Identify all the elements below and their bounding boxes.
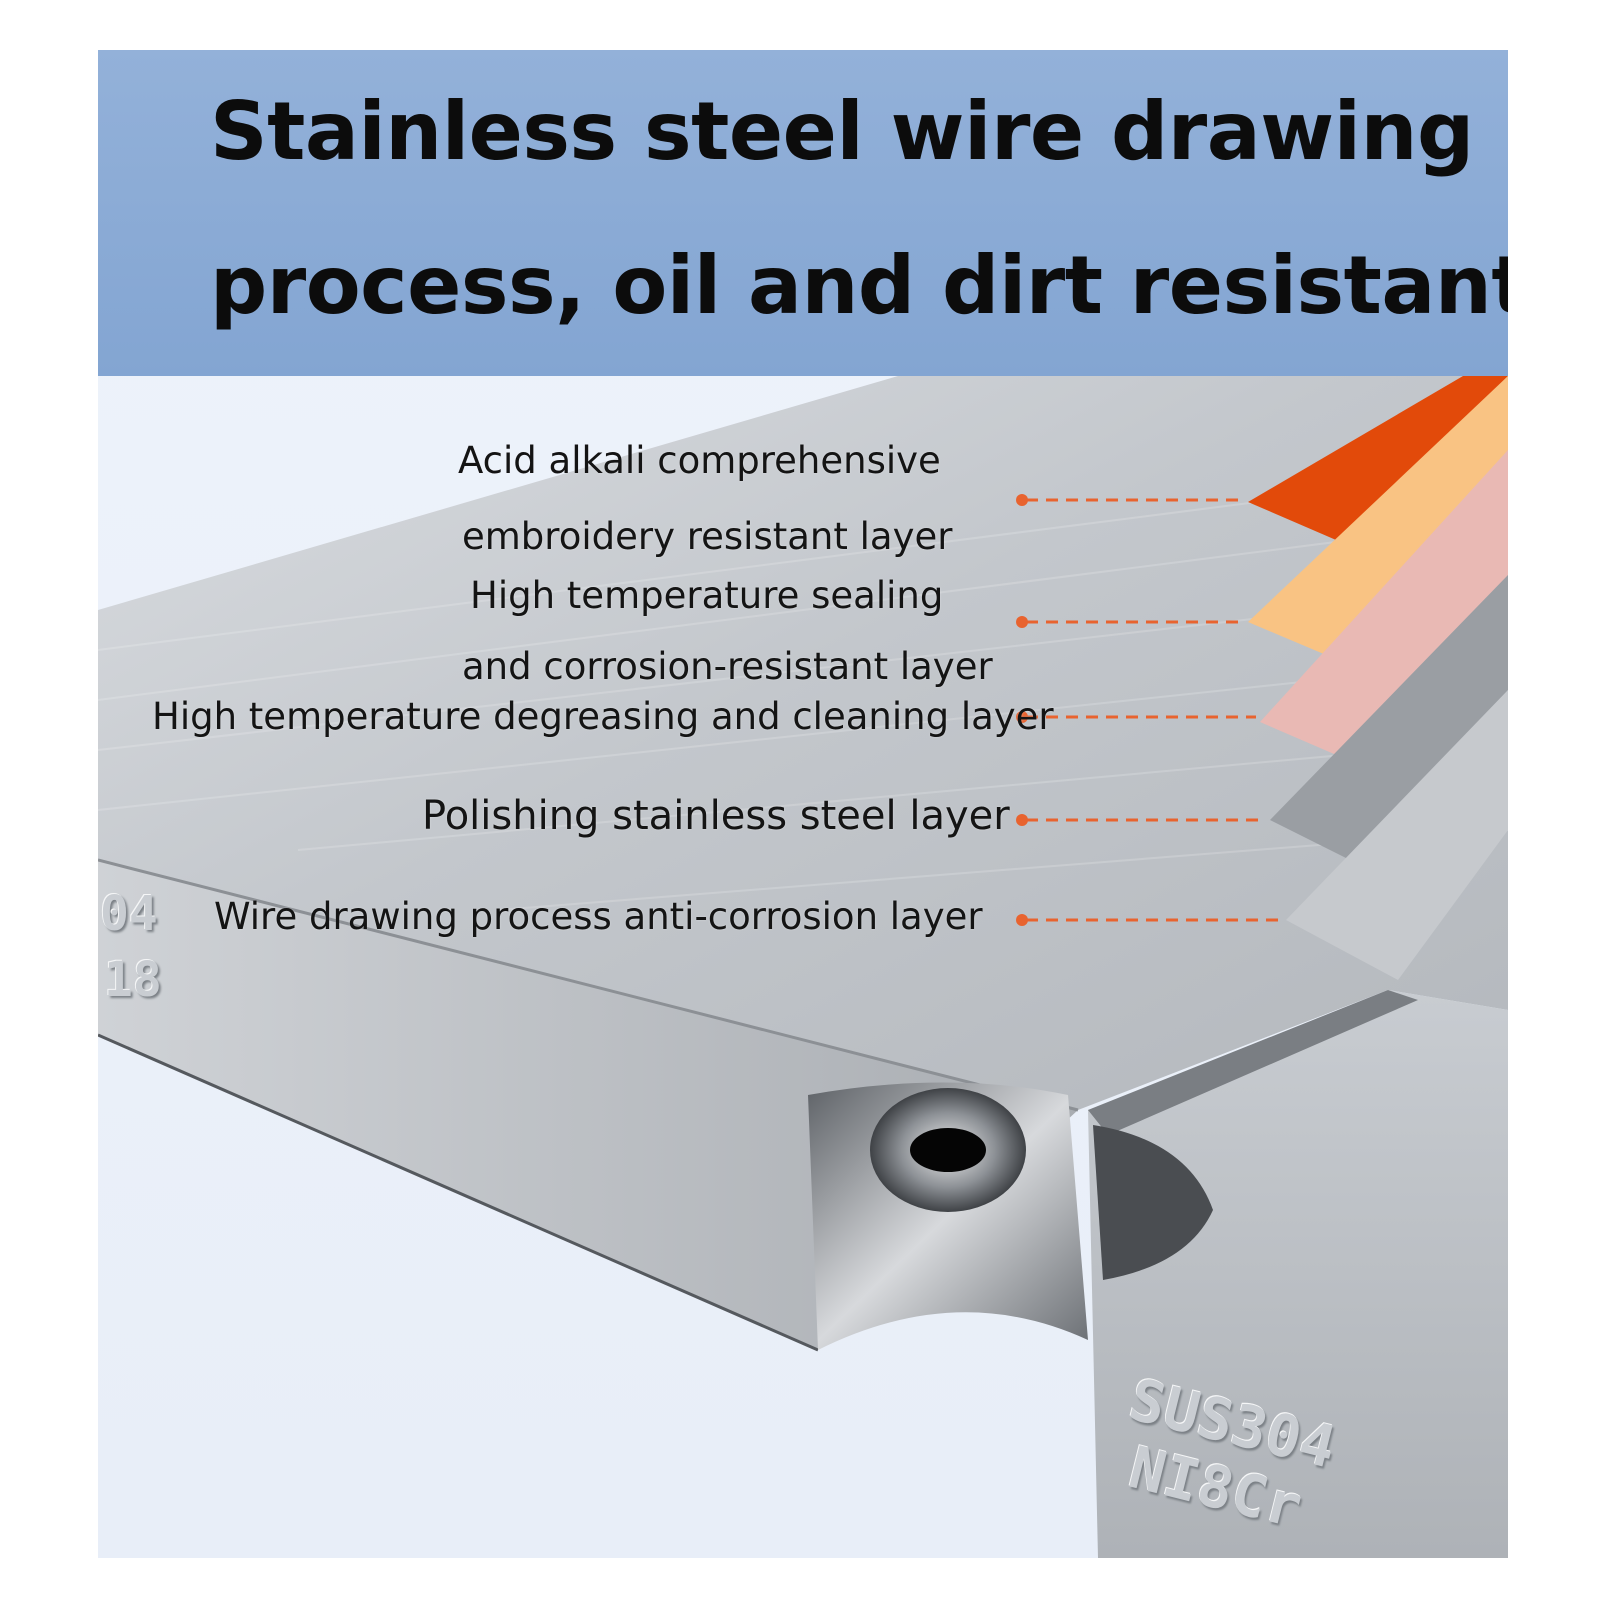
- product-image-frame: Stainless steel wire drawing process, oi…: [98, 50, 1508, 1558]
- top-surface: [98, 376, 1508, 1110]
- engraving-left-line-1: 04: [100, 886, 158, 942]
- leader-dot-1: [1016, 494, 1028, 506]
- layer-stripe-5: [1286, 690, 1508, 980]
- layer-stripe-4: [1270, 575, 1508, 865]
- engraving-left-line-2: 18: [104, 952, 162, 1008]
- layer-label-1-line-1: Acid alkali comprehensive: [458, 439, 941, 482]
- layer-label-4: Polishing stainless steel layer: [422, 793, 1010, 839]
- title-banner: Stainless steel wire drawing process, oi…: [98, 50, 1508, 376]
- layer-label-2-line-1: High temperature sealing: [470, 574, 944, 617]
- layer-label-1-line-2: embroidery resistant layer: [462, 515, 953, 558]
- layer-stripe-3: [1260, 450, 1508, 760]
- right-plate: [1088, 990, 1508, 1558]
- title-line-1: Stainless steel wire drawing: [210, 85, 1474, 178]
- layer-label-5: Wire drawing process anti-corrosion laye…: [214, 895, 983, 938]
- leader-dot-3: [1016, 711, 1028, 723]
- leader-dot-5: [1016, 914, 1028, 926]
- leader-dot-4: [1016, 814, 1028, 826]
- title-line-2: process, oil and dirt resistant: [210, 239, 1508, 332]
- steel-plate-illustration: [98, 376, 1508, 1558]
- layer-label-2-line-2: and corrosion-resistant layer: [462, 645, 993, 688]
- layer-label-3: High temperature degreasing and cleaning…: [152, 695, 1054, 738]
- layer-stripe-1: [1248, 376, 1508, 543]
- layer-stripe-2: [1248, 376, 1508, 660]
- leader-dot-2: [1016, 616, 1028, 628]
